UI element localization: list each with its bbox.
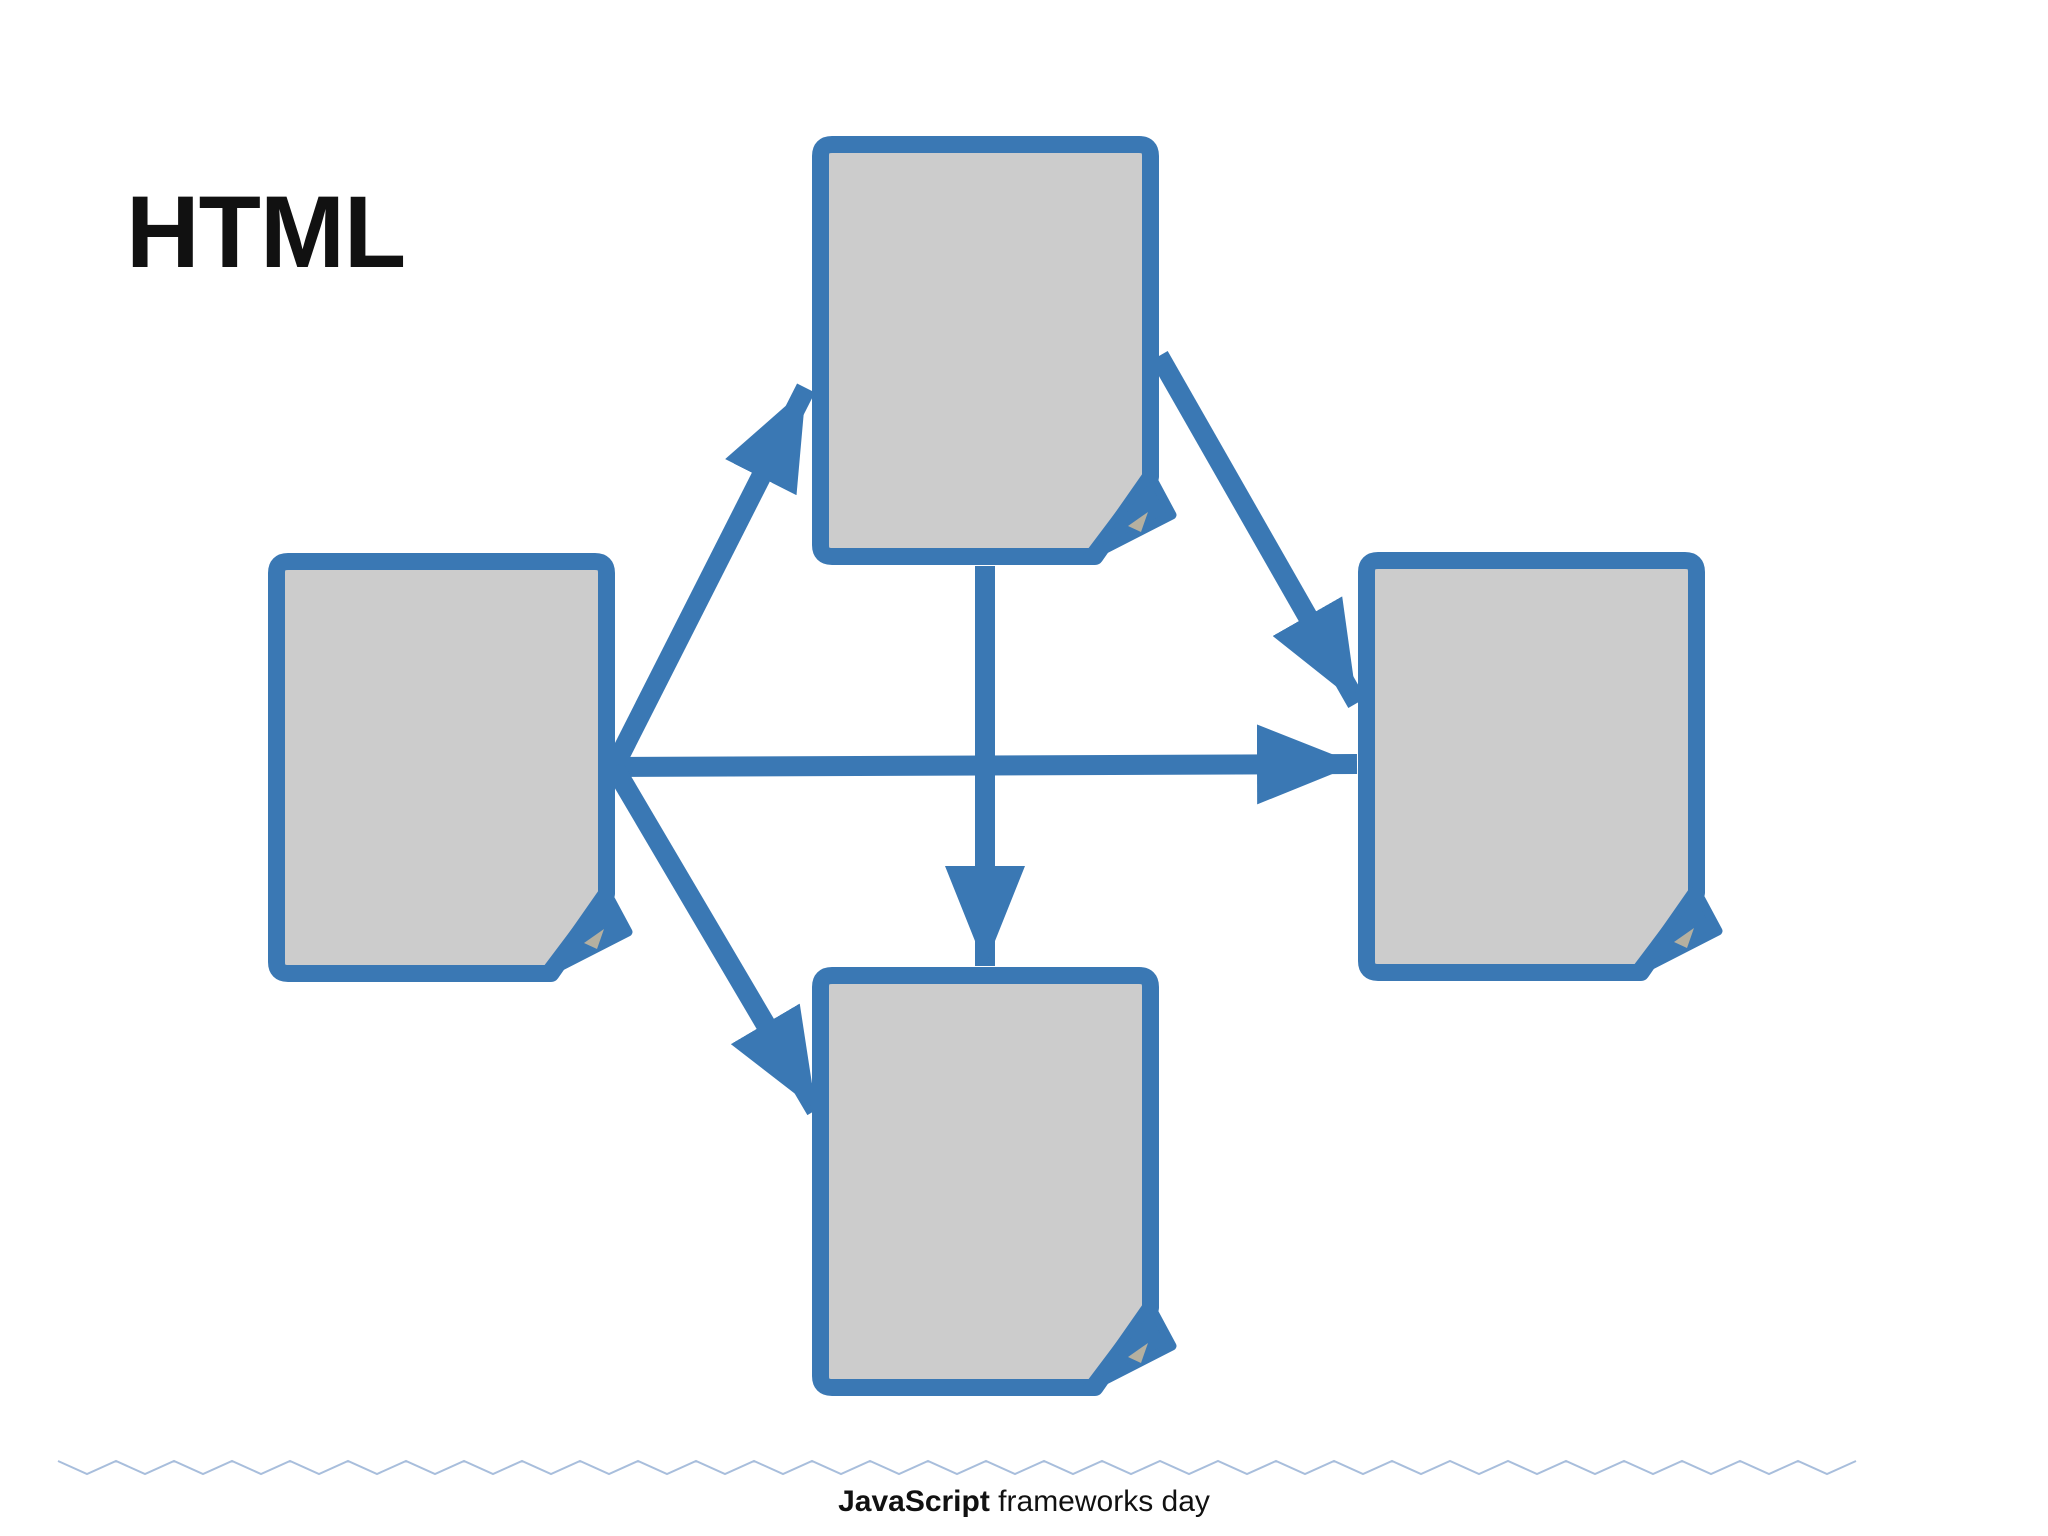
document-node-top — [821, 145, 1173, 560]
arrows-layer — [605, 351, 1366, 1116]
footer-brand: JavaScript frameworks day — [838, 1484, 1210, 1520]
arrow-left-to-bottom — [605, 761, 825, 1116]
document-node-left — [277, 562, 629, 977]
footer-brand-rest: frameworks day — [989, 1485, 1210, 1518]
arrow-top-to-right — [1150, 351, 1366, 708]
zigzag-divider — [57, 1459, 1857, 1476]
document-node-right — [1367, 561, 1719, 976]
arrow-left-to-top — [605, 383, 815, 772]
slide-title: HTML — [126, 175, 406, 289]
document-node-bottom — [821, 976, 1173, 1391]
footer-brand-bold: JavaScript — [838, 1485, 990, 1518]
